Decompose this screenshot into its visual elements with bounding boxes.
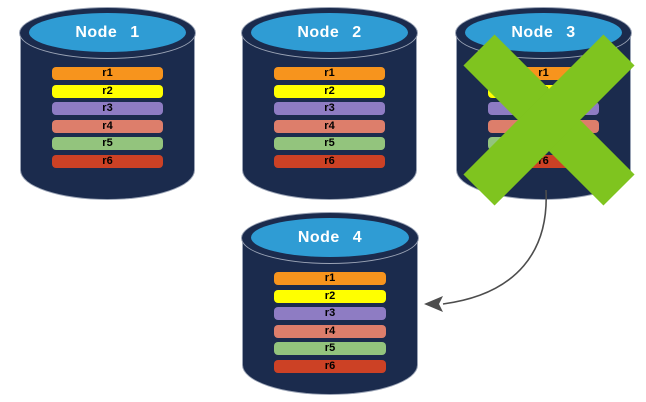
cylinder-top: Node 2 (241, 7, 418, 59)
node-title: Node 1 (75, 23, 140, 41)
replica-row-r5: r5 (274, 137, 385, 150)
replica-row-r3: r3 (274, 102, 385, 115)
node-title: Node 2 (297, 23, 362, 41)
node-1: Node 1 r1 r2 r3 r4 r5 r6 (19, 7, 196, 200)
cylinder-top-face: Node 4 (251, 218, 409, 257)
node-title: Node 4 (297, 228, 363, 246)
cylinder-body (242, 33, 417, 200)
failover-arrow-line (442, 189, 547, 305)
node-2: Node 2 r1 r2 r3 r4 r5 r6 (241, 7, 418, 200)
replica-row-r4: r4 (52, 119, 163, 133)
replica-row-r1: r1 (274, 272, 386, 285)
node-3: Node 3 r1 r2 r3 r4 r5 r6 (455, 7, 635, 206)
replica-row-r6: r6 (274, 359, 386, 373)
node-4: Node 4 r1 r2 r3 r4 r5 r6 (241, 212, 419, 395)
replica-row-r6: r6 (52, 154, 163, 168)
replica-row-r2: r2 (52, 84, 163, 98)
replica-row-r1: r1 (274, 67, 385, 80)
cylinder-top-face: Node 2 (251, 13, 408, 52)
replica-row-r5: r5 (274, 342, 386, 355)
cylinder-top: Node 4 (241, 212, 419, 264)
replica-rows: r1 r2 r3 r4 r5 r6 (52, 67, 163, 168)
replica-row-r3: r3 (274, 307, 386, 320)
cylinder-top: Node 1 (19, 7, 196, 59)
cylinder-body (20, 33, 195, 200)
replica-row-r2: r2 (274, 84, 385, 98)
replica-row-r4: r4 (274, 324, 386, 338)
node-title: Node 3 (511, 23, 576, 41)
failover-arrowhead (424, 296, 443, 312)
replica-rows: r1 r2 r3 r4 r5 r6 (274, 272, 386, 373)
replica-row-r3: r3 (52, 102, 163, 115)
replica-row-r6: r6 (274, 154, 385, 168)
replica-rows: r1 r2 r3 r4 r5 r6 (274, 67, 385, 168)
replica-row-r2: r2 (274, 289, 386, 303)
replica-row-r1: r1 (52, 67, 163, 80)
cylinder-top-face: Node 1 (29, 13, 186, 52)
replica-row-r4: r4 (274, 119, 385, 133)
replica-row-r5: r5 (52, 137, 163, 150)
failure-x-icon (463, 34, 635, 206)
